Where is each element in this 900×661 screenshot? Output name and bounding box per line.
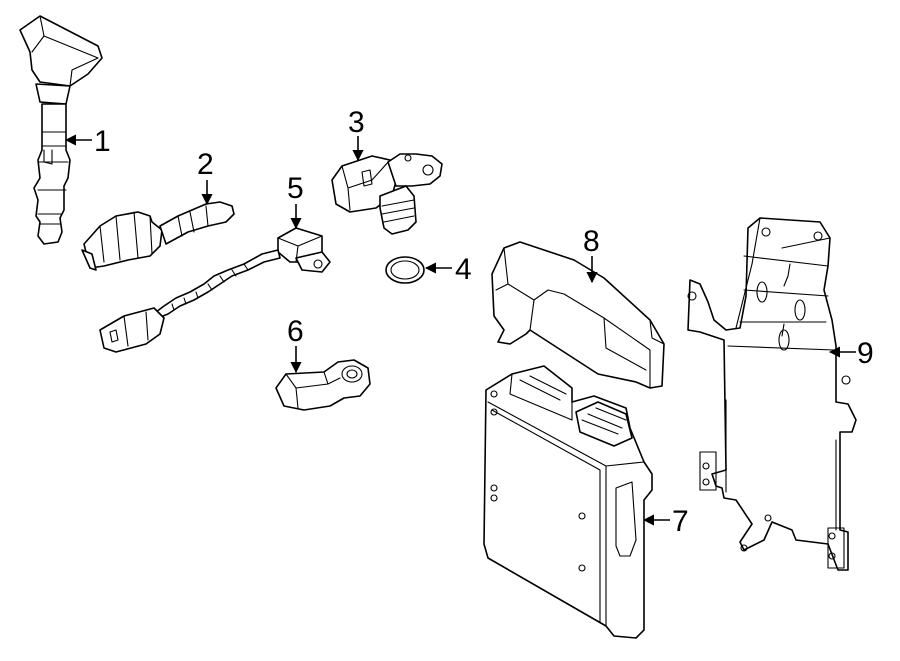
callout-number: 7: [672, 505, 689, 538]
callout-8: 8: [583, 225, 600, 284]
callout-number: 6: [287, 315, 304, 348]
spark-plug-part: [81, 201, 235, 271]
engine-control-module-part: [483, 365, 653, 639]
ignition-coil-part: [19, 15, 103, 245]
callout-number: 9: [857, 337, 874, 370]
callout-4: 4: [424, 253, 472, 286]
callout-number: 5: [287, 172, 304, 205]
callout-number: 3: [348, 106, 365, 139]
callout-1: 1: [64, 125, 111, 158]
callout-number: 1: [94, 125, 111, 158]
o-ring-part: [385, 256, 425, 284]
callout-2: 2: [197, 148, 214, 206]
callout-7: 7: [642, 505, 689, 538]
callout-number: 2: [197, 148, 214, 181]
callout-6: 6: [287, 315, 304, 374]
callout-5: 5: [287, 172, 304, 230]
mounting-bracket-part: [687, 217, 857, 571]
callout-9: 9: [828, 337, 874, 370]
callout-number: 8: [583, 225, 600, 258]
callout-3: 3: [348, 106, 365, 162]
camshaft-sensor-part: [331, 153, 443, 235]
module-cover-part: [491, 241, 665, 389]
knock-sensor-part: [275, 359, 371, 411]
callout-number: 4: [455, 253, 472, 286]
crankshaft-sensor-part: [99, 227, 331, 353]
